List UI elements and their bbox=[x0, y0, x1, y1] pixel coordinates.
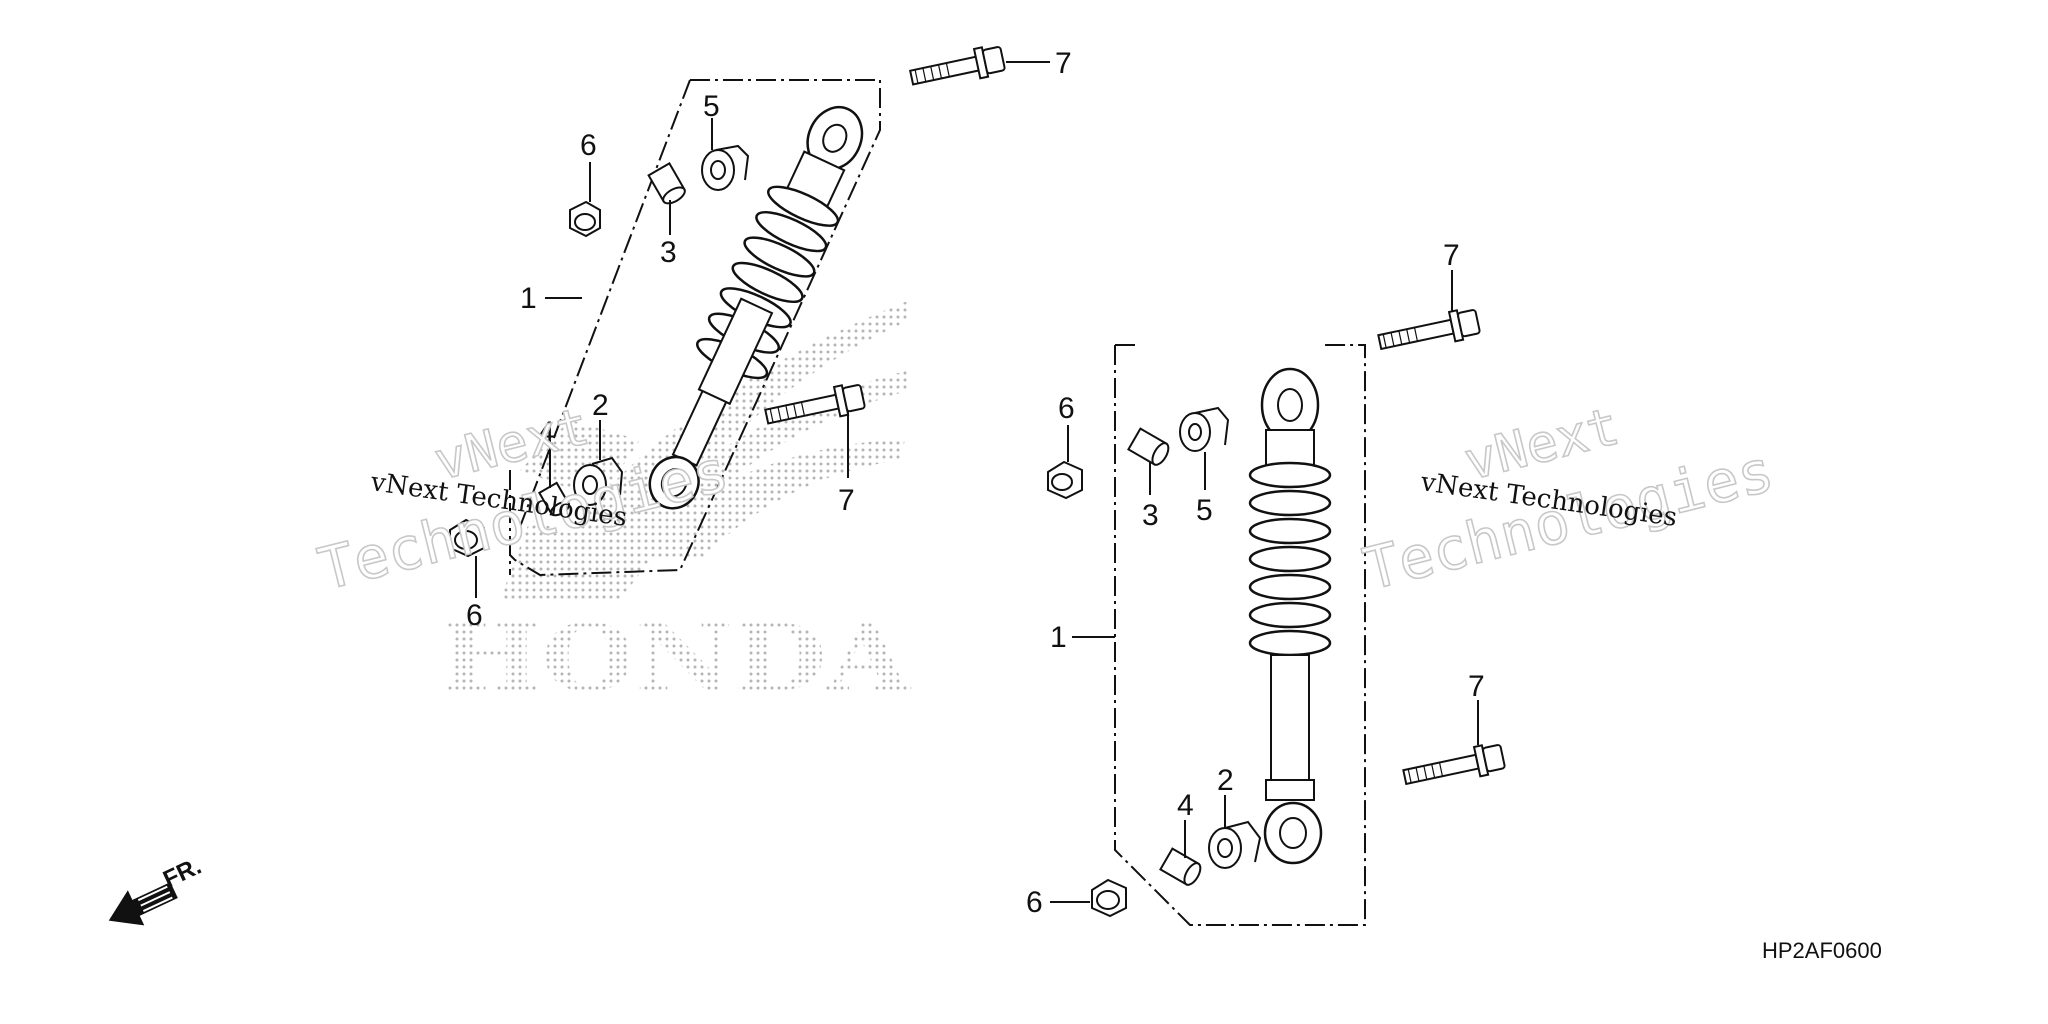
left-shock-assembly: 1 2 3 4 5 6 6 7 7 bbox=[449, 46, 1072, 632]
left-collar-3 bbox=[647, 162, 686, 205]
left-bush-5 bbox=[701, 144, 750, 191]
honda-logo-text: HONDA bbox=[440, 604, 912, 712]
right-callout-7-bottom: 7 bbox=[1468, 670, 1485, 703]
right-bush-5 bbox=[1179, 406, 1230, 452]
left-callout-2: 2 bbox=[592, 389, 609, 422]
right-callout-6-top: 6 bbox=[1058, 392, 1075, 425]
right-callout-4: 4 bbox=[1177, 789, 1194, 822]
left-bolt-mid bbox=[764, 384, 866, 425]
right-bush-2 bbox=[1208, 820, 1262, 869]
right-collar-3 bbox=[1127, 427, 1170, 466]
left-bush-2 bbox=[573, 456, 624, 506]
honda-wing-logo: HONDA bbox=[440, 300, 912, 712]
right-shock-absorber bbox=[1248, 367, 1332, 865]
left-callout-6-bottom: 6 bbox=[466, 599, 483, 632]
right-nut-bottom bbox=[1091, 878, 1127, 918]
right-collar-4 bbox=[1159, 847, 1202, 886]
left-nut-top bbox=[569, 200, 601, 238]
left-bolt-top bbox=[908, 46, 1006, 86]
left-callout-6-top: 6 bbox=[580, 129, 597, 162]
right-callout-5: 5 bbox=[1196, 494, 1213, 527]
left-shock-absorber bbox=[648, 106, 864, 510]
right-callout-6-bottom: 6 bbox=[1026, 886, 1043, 919]
watermark-right: vNext Technologies vNext Technologies bbox=[1356, 396, 1781, 605]
left-callout-4: 4 bbox=[538, 416, 555, 449]
right-callout-7-top: 7 bbox=[1443, 239, 1460, 272]
right-bolt-bottom bbox=[1402, 744, 1506, 786]
diagram-code: HP2AF0600 bbox=[1762, 938, 1882, 963]
left-callout-7-mid: 7 bbox=[838, 484, 855, 517]
left-callout-7-top: 7 bbox=[1055, 47, 1072, 80]
left-callout-3: 3 bbox=[660, 236, 677, 269]
left-callout-1: 1 bbox=[520, 282, 537, 315]
front-direction-arrow bbox=[108, 882, 178, 926]
left-callout-5: 5 bbox=[703, 90, 720, 123]
right-callout-1: 1 bbox=[1050, 621, 1067, 654]
right-callout-2: 2 bbox=[1217, 764, 1234, 797]
right-assembly-bracket bbox=[1114, 344, 1366, 926]
right-bolt-top bbox=[1377, 309, 1481, 351]
left-assembly-bracket bbox=[509, 79, 881, 577]
right-nut-top bbox=[1047, 460, 1083, 500]
left-nut-bottom bbox=[449, 518, 485, 558]
left-collar-4 bbox=[537, 481, 571, 517]
right-callout-3: 3 bbox=[1142, 499, 1159, 532]
right-shock-assembly: 1 2 3 4 5 6 6 7 7 bbox=[1026, 239, 1506, 926]
